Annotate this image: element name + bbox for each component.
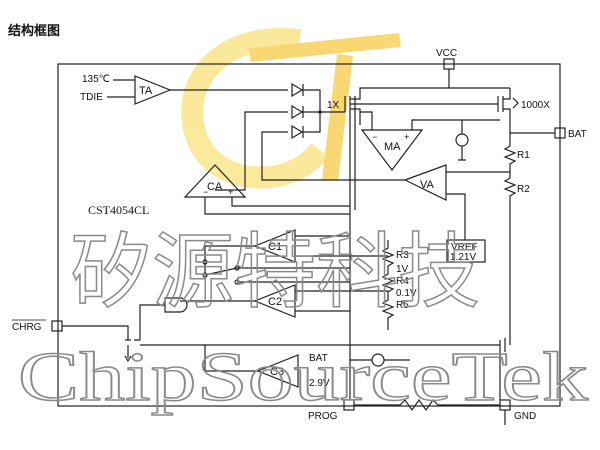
temp-input-label: 135℃ [82,74,110,85]
bat-label: BAT [568,129,587,140]
c2-label: C2 [268,296,282,308]
diode2-to-ca [215,111,288,191]
diagram-title: 结构框图 [8,23,60,38]
va-label: VA [420,179,435,191]
bottom-bus [140,338,511,400]
current-source-1-wire [458,120,466,161]
va-inputs [446,171,510,240]
ma-inputs [360,111,500,130]
ca-inputs [204,197,350,215]
switches [202,259,350,285]
c3-comparator: C3 [256,354,299,388]
c3-bat-label: BAT [309,353,328,364]
diode-node [318,110,322,114]
current-source-1 [455,133,469,147]
ic-boundary [57,63,561,407]
gnd-label: GND [514,411,536,422]
gate-output [139,304,165,340]
ta-label: TA [139,85,153,97]
svg-text:+: + [228,187,233,197]
diode-3 [291,124,304,140]
vcc-label: VCC [436,48,457,59]
vref-box [446,239,486,263]
r3-label: R3 [396,250,409,261]
r3-r4-r5-ladder [381,240,395,330]
logic-gate [164,297,188,313]
ta-inputs [107,79,135,98]
prog-resistor [354,398,500,412]
c3-output [204,345,258,372]
watermark-chinese: 矽源特科技 [70,225,480,320]
c2-wires [180,290,388,312]
mirror-1000x-label: 1000X [521,100,550,111]
r1-r2-divider [503,133,517,340]
ma-label: MA [384,141,401,153]
vref-value: 1.21V [450,252,476,263]
diode-2 [291,104,304,120]
c1-label: C1 [268,241,282,253]
prog-label: PROG [308,411,338,422]
ca-label: CA [207,181,223,193]
c1-comparator: C1 [253,229,296,263]
ta-amplifier: TA [134,75,172,105]
diode3-to-va [261,131,405,181]
r5-label: R5 [396,300,409,311]
c2-comparator: C2 [253,284,296,318]
mirror-transistors [340,87,519,133]
vref-label: VREF [451,242,478,253]
chrg-transistor [62,325,140,363]
r4-label: R4 [396,276,409,287]
part-number: CST4054CL [88,203,149,217]
v1-label: 1V [396,264,409,275]
svg-text:+: + [404,132,409,142]
r1-label: R1 [517,150,530,161]
ca-amplifier: CA − + [183,164,247,198]
c3-29v-label: 2.9V [309,378,330,389]
c1-wires [204,235,388,275]
c3-label: C3 [270,366,284,378]
tdie-input-label: TDIE [80,92,103,103]
logo-watermark [181,27,401,189]
watermark-english: ChipSourceTek [18,339,588,416]
svg-text:−: − [372,132,377,142]
chrg-pin [51,320,63,332]
svg-text:−: − [203,187,208,197]
ma-amplifier: MA − + [360,129,424,171]
chrg-label: CHRG [12,322,42,333]
va-amplifier: VA [403,164,447,201]
diode-1 [291,82,304,98]
v01-label: 0.1V [396,288,417,299]
mirror-1x-label: 1X [327,100,340,111]
r2-label: R2 [517,184,530,195]
